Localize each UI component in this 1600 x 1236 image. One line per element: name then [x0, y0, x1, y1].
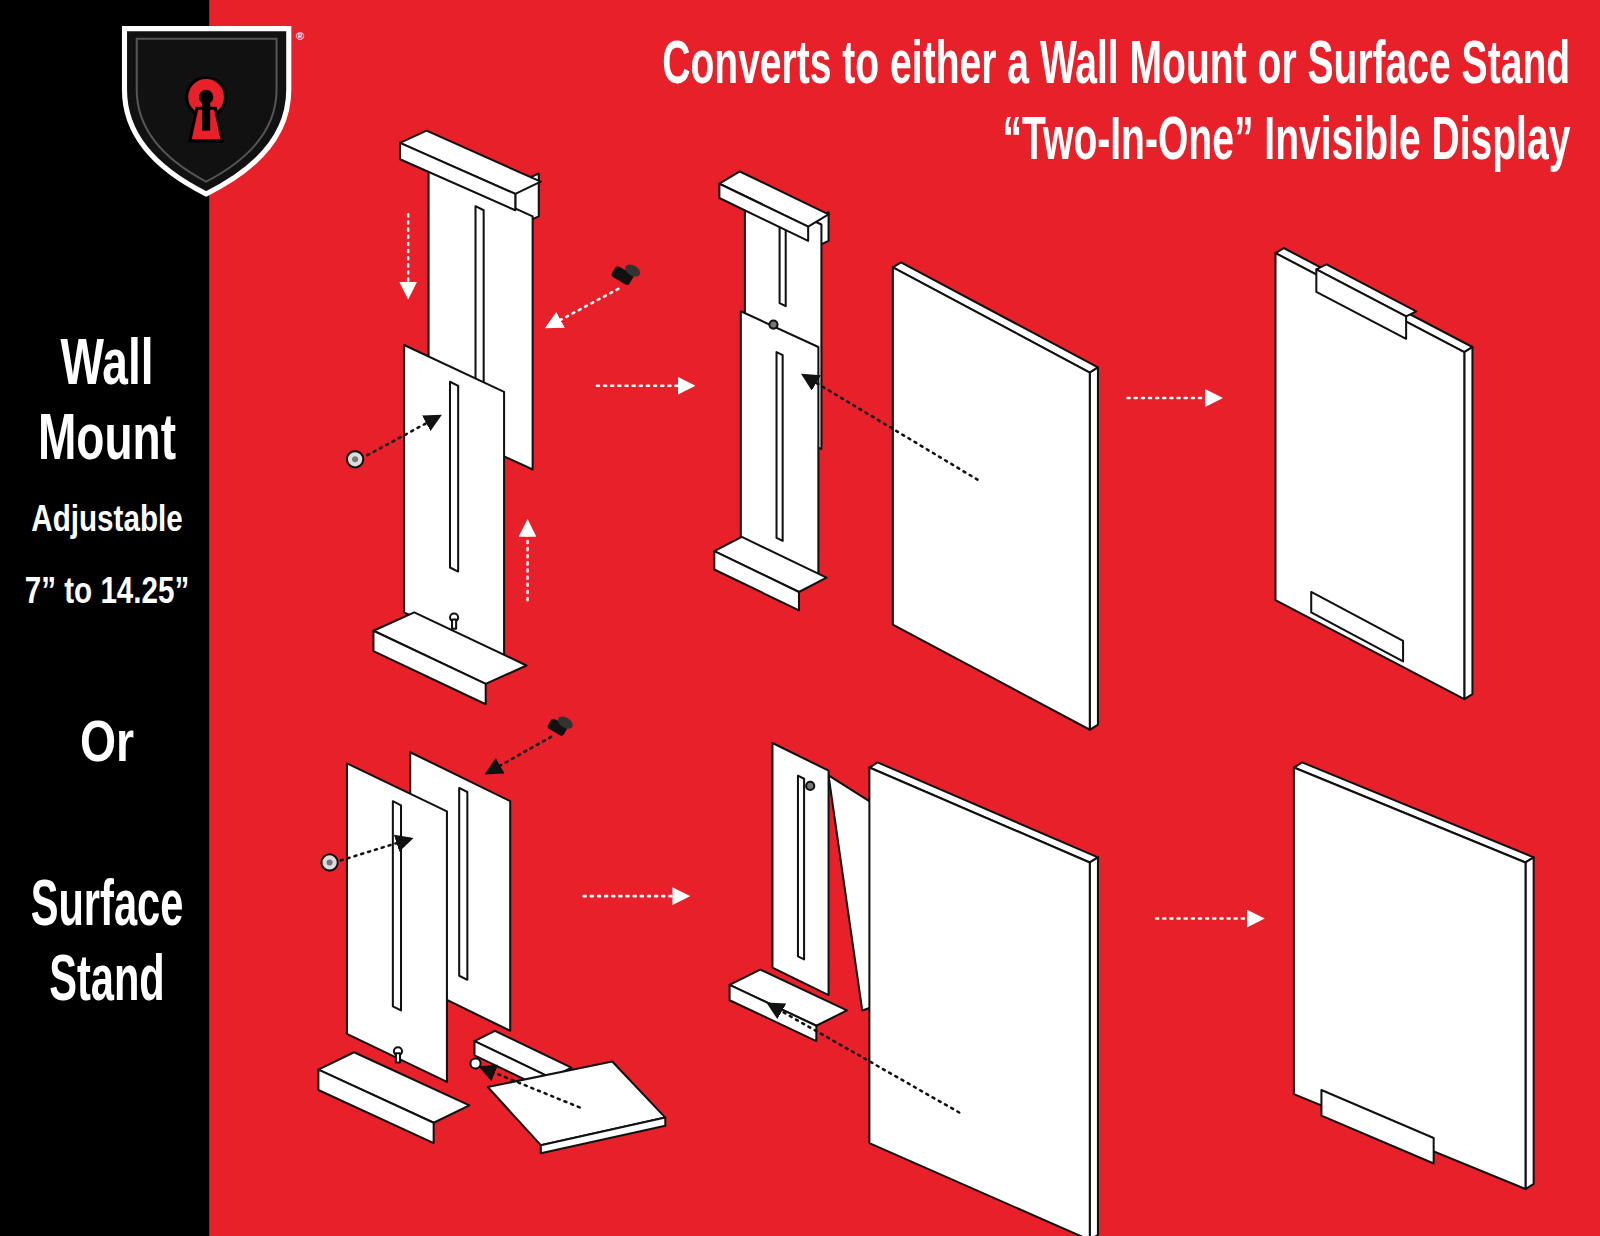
- assembly-arrows-shape: [597, 385, 692, 388]
- wall-assembled-bracket: [714, 171, 828, 610]
- assembly-arrows-shape: [407, 214, 410, 296]
- dimension-range: 7” to 14.25”: [3, 569, 211, 612]
- main-heading: Converts to either a Wall Mount or Surfa…: [662, 26, 1570, 97]
- wall-bracket-parts-shape: [450, 382, 458, 572]
- wall-mounted-display-shape: [1464, 347, 1472, 699]
- screw-and-nut-shape: [352, 456, 358, 462]
- surface-stand-parts-shape: [347, 763, 447, 1081]
- wall-mounted-display-shape: [1316, 269, 1406, 338]
- wall-assembled-bracket-shape: [780, 223, 786, 307]
- side-heading: Wall Mount: [13, 325, 200, 475]
- surface-standing-display-shape: [1321, 1090, 1433, 1163]
- screw-and-nut-shape: [556, 714, 575, 731]
- display-panel-shape: [893, 267, 1090, 729]
- screw-and-nut-shape: [321, 854, 337, 870]
- assembly-arrows-shape: [1128, 397, 1220, 400]
- registered-mark: ®: [296, 30, 304, 43]
- wall-assembled-bracket-shape: [777, 352, 783, 541]
- wall-bracket-parts-shape: [404, 345, 504, 659]
- surface-assembled-stand-shape: [806, 782, 814, 790]
- surface-stand-parts-shape: [393, 801, 401, 1010]
- surface-assembled-stand-shape: [1090, 857, 1098, 1236]
- surface-standing-display-shape: [1526, 857, 1534, 1189]
- shield-logo-shape: [202, 100, 210, 131]
- assembly-arrows: [341, 214, 1261, 1112]
- wall-bracket-parts-shape: [373, 631, 485, 704]
- surface-stand-parts-shape: [318, 1070, 433, 1143]
- display-panel: [893, 262, 1098, 729]
- surface-assembled-stand-shape: [869, 768, 1089, 1236]
- shield-logo-shape: [137, 39, 277, 182]
- surface-stand-parts: [318, 752, 665, 1153]
- surface-stand-parts-shape: [459, 788, 467, 980]
- assembly-arrows-shape: [526, 523, 529, 601]
- shield-logo-shape: [124, 29, 288, 194]
- wall-assembled-bracket-shape: [769, 320, 777, 328]
- assembly-arrows-shape: [341, 839, 410, 860]
- wall-assembled-bracket-shape: [719, 184, 808, 241]
- screw-and-nut-shape: [623, 262, 642, 279]
- display-panel-shape: [1090, 367, 1098, 729]
- shield-logo: [124, 29, 288, 194]
- assembly-arrows-shape: [804, 376, 977, 480]
- surface-stand-parts-shape: [470, 1058, 480, 1068]
- wall-bracket-parts-shape: [452, 620, 456, 629]
- wall-mounted-display-shape: [1276, 253, 1465, 699]
- wall-bracket-parts-shape: [400, 143, 515, 210]
- assembly-arrows-shape: [584, 895, 687, 898]
- assembly-arrows-shape: [482, 1068, 580, 1108]
- assembly-arrows-shape: [548, 289, 618, 327]
- surface-assembled-stand-shape: [798, 776, 804, 960]
- side-connector-word: Or: [3, 707, 211, 774]
- surface-standing-display-shape: [1294, 768, 1526, 1190]
- wall-mounted-display: [1276, 248, 1473, 699]
- wall-assembled-bracket-shape: [714, 551, 799, 610]
- side-note: Adjustable: [3, 497, 211, 540]
- surface-stand-parts-shape: [396, 1053, 400, 1062]
- surface-standing-display: [1294, 762, 1534, 1189]
- assembly-arrows-shape: [367, 416, 438, 455]
- background-shape: [0, 0, 209, 1236]
- surface-assembled-stand-shape: [772, 743, 828, 995]
- screw-and-nut-shape: [327, 859, 333, 865]
- surface-assembled-stand: [730, 743, 1098, 1236]
- assembly-arrows-shape: [769, 1004, 959, 1112]
- side-heading: Surface Stand: [23, 866, 192, 1016]
- wall-mounted-display-shape: [1311, 592, 1403, 661]
- surface-stand-parts-shape: [541, 1118, 665, 1154]
- wall-bracket-parts: [373, 131, 540, 705]
- screw-and-nut-shape: [347, 451, 363, 467]
- surface-assembled-stand-shape: [730, 985, 817, 1041]
- sub-heading: “Two-In-One” Invisible Display: [1002, 102, 1570, 173]
- assembly-arrows-shape: [1156, 917, 1261, 920]
- assembly-arrows-shape: [488, 737, 551, 773]
